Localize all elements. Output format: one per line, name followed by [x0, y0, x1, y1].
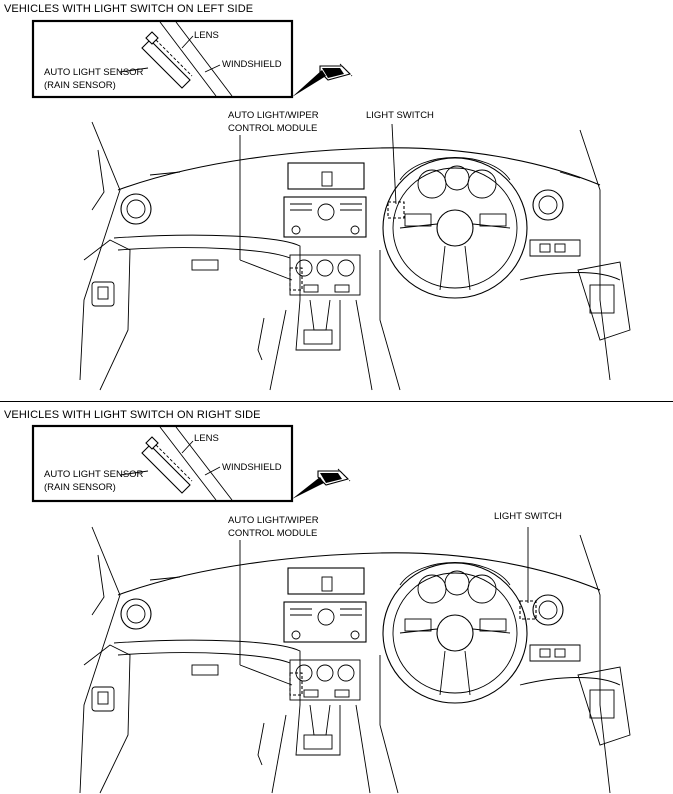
- sensor-location-marker: [317, 468, 351, 486]
- right-air-vent: [532, 594, 564, 626]
- inset-pointer: [292, 70, 326, 97]
- glovebox-latch: [191, 259, 219, 271]
- dashboard-diagram-left-switch: LENS AUTO LIGHT SENSOR (RAIN SENSOR) WIN…: [31, 19, 631, 391]
- light-switch-label: LIGHT SWITCH: [494, 511, 562, 522]
- lens-label: LENS: [194, 433, 219, 444]
- dashboard-drawing: AUTO LIGHT/WIPER CONTROL MODULE LIGHT SW…: [79, 110, 631, 391]
- module-label-line1: AUTO LIGHT/WIPER: [228, 515, 319, 526]
- rain-sensor-shape: [141, 436, 193, 494]
- sensor-label-line2: (RAIN SENSOR): [44, 482, 116, 493]
- right-door-panel: [577, 666, 631, 746]
- module-label-line2: CONTROL MODULE: [228, 528, 317, 539]
- windshield-label: WINDSHIELD: [222, 59, 282, 70]
- instrument-cluster: [399, 157, 511, 199]
- dashboard-drawing: AUTO LIGHT/WIPER CONTROL MODULE LIGHT SW…: [79, 511, 631, 794]
- steering-wheel: [382, 157, 528, 299]
- right-door-panel: [577, 261, 631, 341]
- left-window-switch: [91, 686, 115, 712]
- inset-pointer: [292, 477, 324, 499]
- gear-shifter: [303, 329, 333, 345]
- sensor-inset: LENS AUTO LIGHT SENSOR (RAIN SENSOR) WIN…: [31, 19, 353, 99]
- section-title-left-switch: VEHICLES WITH LIGHT SWITCH ON LEFT SIDE: [4, 3, 254, 15]
- section-title-right-switch: VEHICLES WITH LIGHT SWITCH ON RIGHT SIDE: [4, 409, 261, 421]
- sensor-label-line1: AUTO LIGHT SENSOR: [44, 67, 144, 78]
- audio-panel: [283, 196, 367, 238]
- left-air-vent: [120, 598, 152, 630]
- steering-wheel: [382, 562, 528, 704]
- sensor-inset: LENS AUTO LIGHT SENSOR (RAIN SENSOR) WIN…: [31, 424, 351, 503]
- lens-label: LENS: [194, 30, 219, 41]
- gear-shifter: [303, 734, 333, 750]
- audio-panel: [283, 601, 367, 643]
- left-air-vent: [120, 193, 152, 225]
- windshield-label: WINDSHIELD: [222, 462, 282, 473]
- light-switch-marker: [519, 600, 537, 620]
- dashboard-diagram-right-switch: LENS AUTO LIGHT SENSOR (RAIN SENSOR) WIN…: [31, 424, 631, 794]
- sensor-inset-frame: [31, 19, 294, 99]
- sensor-location-marker: [319, 63, 353, 81]
- center-display: [287, 162, 365, 190]
- sensor-label-line2: (RAIN SENSOR): [44, 80, 116, 91]
- center-display: [287, 567, 365, 595]
- module-label-line1: AUTO LIGHT/WIPER: [228, 110, 319, 121]
- rain-sensor-shape: [141, 31, 193, 89]
- right-air-vent: [532, 189, 564, 221]
- section-divider: [0, 401, 673, 402]
- glovebox-latch: [191, 664, 219, 676]
- module-label-line2: CONTROL MODULE: [228, 123, 317, 134]
- sensor-inset-frame: [31, 424, 294, 503]
- left-window-switch: [91, 281, 115, 307]
- light-switch-label: LIGHT SWITCH: [366, 110, 434, 121]
- sensor-label-line1: AUTO LIGHT SENSOR: [44, 469, 144, 480]
- instrument-cluster: [399, 562, 511, 604]
